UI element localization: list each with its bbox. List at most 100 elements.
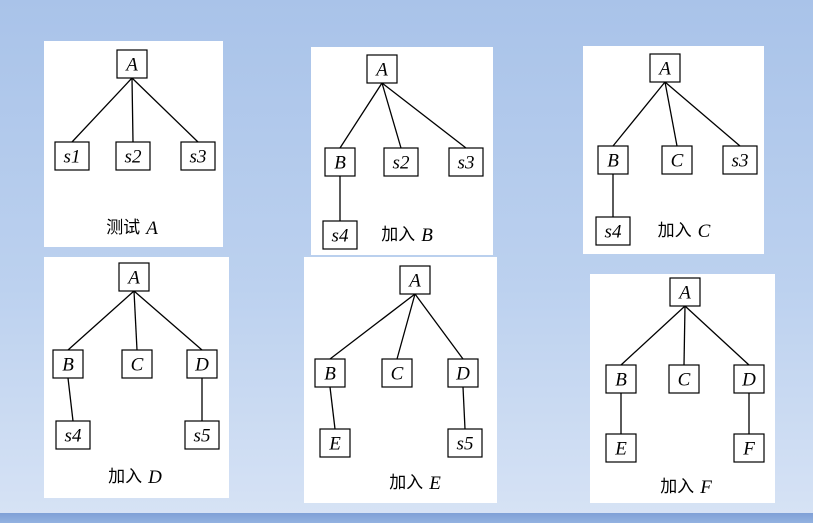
node-box (668, 364, 700, 394)
node-box (399, 265, 431, 295)
node-A: A (399, 265, 431, 295)
node-A: A (366, 54, 398, 84)
node-A: A (116, 49, 148, 79)
node-box (669, 277, 701, 307)
node-B: B (597, 145, 629, 175)
node-C: C (668, 364, 700, 394)
node-label: s3 (732, 151, 749, 172)
node-label: A (657, 59, 671, 80)
edge-A-C (133, 290, 138, 351)
node-s3: s3 (448, 147, 484, 177)
edge-A-D (684, 305, 750, 366)
node-label: C (671, 151, 684, 172)
node-box (722, 145, 758, 175)
node-label: s5 (457, 434, 474, 455)
node-s4: s4 (322, 220, 358, 250)
node-label: s5 (194, 426, 211, 447)
node-box (322, 220, 358, 250)
node-label: F (742, 439, 755, 460)
edge-B-E (329, 386, 336, 430)
node-label: s4 (605, 222, 622, 243)
node-label: D (455, 364, 470, 385)
node-D: D (733, 364, 765, 394)
node-C: C (661, 145, 693, 175)
node-box (55, 420, 91, 450)
node-label: C (678, 370, 691, 391)
node-A: A (649, 53, 681, 83)
edge-A-C (396, 293, 416, 360)
caption-variable: B (421, 225, 433, 246)
node-box (52, 349, 84, 379)
edge-A-s3 (131, 77, 199, 143)
edge-A-s3 (381, 82, 467, 149)
tree-caption: 加入 B (381, 225, 433, 246)
node-s1: s1 (54, 141, 90, 171)
node-box (366, 54, 398, 84)
node-box (115, 141, 151, 171)
node-label: s1 (64, 147, 81, 168)
node-F: F (733, 433, 765, 463)
node-B: B (52, 349, 84, 379)
node-s3: s3 (722, 145, 758, 175)
node-box (180, 141, 216, 171)
tree-caption: 加入 C (658, 221, 711, 242)
node-label: E (614, 439, 627, 460)
node-s2: s2 (383, 147, 419, 177)
node-s4: s4 (595, 216, 631, 246)
node-box (595, 216, 631, 246)
edge-A-B (67, 290, 135, 351)
node-box (597, 145, 629, 175)
caption-prefix: 加入 (658, 221, 692, 241)
edge-D-s5 (462, 386, 466, 430)
node-label: A (126, 268, 140, 289)
node-box (649, 53, 681, 83)
node-label: A (124, 55, 138, 76)
edge-A-s2 (381, 82, 402, 149)
edge-A-D (414, 293, 464, 360)
edge-A-C (664, 81, 678, 147)
node-box (54, 141, 90, 171)
node-box (733, 364, 765, 394)
edge-A-B (329, 293, 416, 360)
node-label: s4 (65, 426, 82, 447)
caption-variable: A (144, 218, 158, 239)
node-box (383, 147, 419, 177)
edge-A-C (683, 305, 686, 366)
caption-prefix: 加入 (389, 473, 423, 493)
edge-A-D (133, 290, 203, 351)
node-box (661, 145, 693, 175)
bottom-bar (0, 513, 813, 523)
node-s3: s3 (180, 141, 216, 171)
edge-A-s1 (71, 77, 133, 143)
caption-prefix: 加入 (381, 225, 415, 245)
caption-variable: C (698, 221, 711, 242)
node-label: s3 (458, 153, 475, 174)
node-label: s2 (393, 153, 410, 174)
node-box (605, 364, 637, 394)
node-box (447, 358, 479, 388)
node-label: B (324, 364, 336, 385)
node-B: B (605, 364, 637, 394)
node-box (116, 49, 148, 79)
node-box (324, 147, 356, 177)
node-s4: s4 (55, 420, 91, 450)
node-B: B (324, 147, 356, 177)
node-C: C (381, 358, 413, 388)
node-label: s4 (332, 226, 349, 247)
node-label: A (374, 60, 388, 81)
node-C: C (121, 349, 153, 379)
node-box (319, 428, 351, 458)
node-label: A (407, 271, 421, 292)
node-A: A (118, 262, 150, 292)
node-label: B (615, 370, 627, 391)
node-box (118, 262, 150, 292)
